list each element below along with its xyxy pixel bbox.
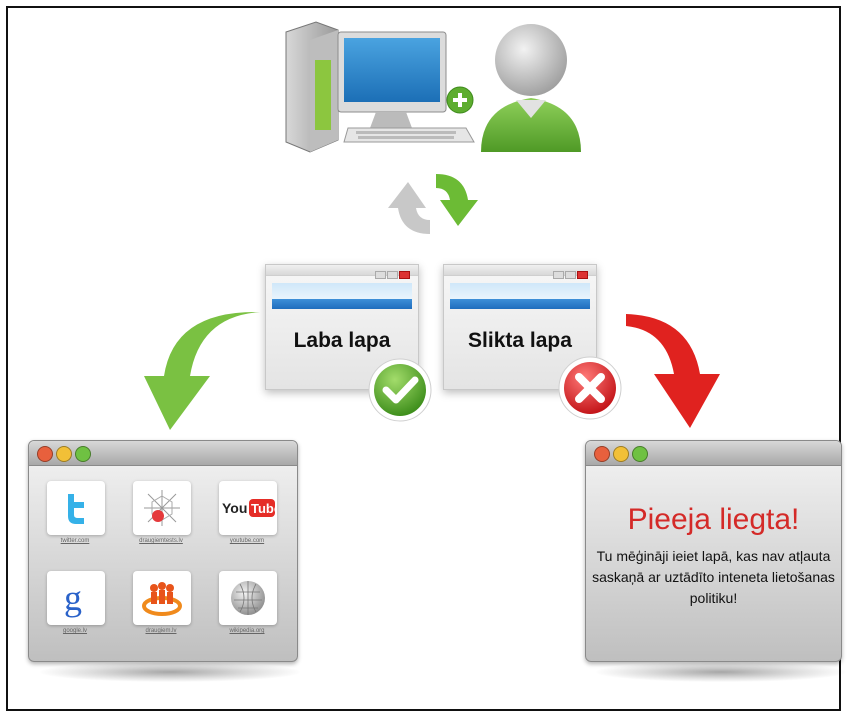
bad-page-label: Slikta lapa: [468, 329, 572, 352]
window-titlebar: [586, 441, 841, 466]
tile-youtube: You Tube: [219, 481, 277, 535]
youtube-icon: You Tube: [222, 499, 276, 517]
allowed-sites-window: twitter.com draugiemtests.lv You Tube yo…: [28, 440, 298, 662]
card-blue-bar: [450, 299, 590, 309]
access-denied-window: Pieeja liegta! Tu mēģināji ieiet lapā, k…: [585, 440, 842, 662]
draugiem-spider-icon: [144, 490, 180, 526]
tile-twitter: [47, 481, 105, 535]
computer-icon: [285, 21, 475, 153]
card-header-strip: [272, 283, 412, 299]
card-titlebar: [266, 265, 418, 279]
svg-text:g: g: [64, 578, 82, 618]
user-icon: [481, 24, 581, 152]
twitter-icon: [68, 494, 84, 524]
maximize-dot: [632, 446, 648, 462]
allowed-window-shadow: [40, 662, 300, 682]
check-icon: [368, 358, 432, 422]
card-header-strip: [450, 283, 590, 299]
green-arrow-icon: [144, 311, 260, 430]
window-controls: [552, 266, 592, 279]
maximize-dot: [75, 446, 91, 462]
tile-draugiem: [133, 571, 191, 625]
svg-text:Tube: Tube: [251, 501, 276, 516]
window-titlebar: [29, 441, 297, 466]
svg-text:You: You: [222, 500, 247, 516]
tile-caption: draugiemtests.lv: [139, 538, 183, 544]
tile-wikipedia: [219, 571, 277, 625]
tile-caption: wikipedia.org: [229, 628, 265, 634]
tile-google: g: [47, 571, 105, 625]
card-blue-bar: [272, 299, 412, 309]
access-denied-message: Tu mēģināji ieiet lapā, kas nav atļauta …: [592, 548, 835, 606]
plus-icon: [446, 86, 474, 114]
access-denied-title: Pieeja liegta!: [627, 503, 800, 536]
tile-draugiemtests: [133, 481, 191, 535]
window-controls: [374, 266, 414, 279]
cycle-arrows-icon: [388, 174, 478, 234]
close-dot: [594, 446, 610, 462]
cross-icon: [558, 356, 622, 420]
red-arrow-icon: [626, 314, 720, 428]
card-titlebar: [444, 265, 596, 279]
tile-caption: draugiem.lv: [145, 628, 177, 634]
denied-window-shadow: [596, 662, 846, 682]
good-page-label: Laba lapa: [293, 329, 391, 352]
tile-caption: twitter.com: [60, 538, 90, 544]
draugiem-people-icon: [142, 582, 182, 616]
tile-caption: youtube.com: [229, 538, 265, 544]
close-dot: [37, 446, 53, 462]
minimize-dot: [56, 446, 72, 462]
minimize-dot: [613, 446, 629, 462]
google-icon: g: [64, 578, 82, 618]
wikipedia-icon: [231, 581, 265, 615]
tile-caption: google.lv: [62, 628, 88, 634]
